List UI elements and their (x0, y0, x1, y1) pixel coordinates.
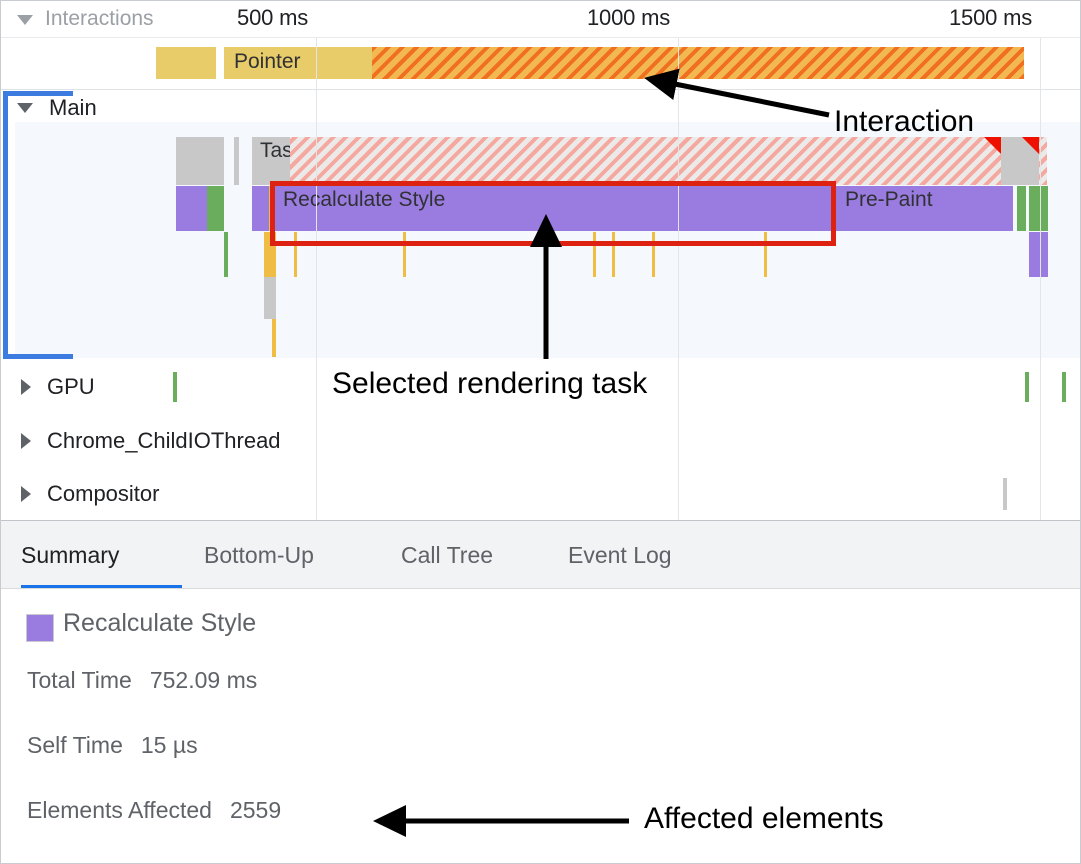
flame-bar-tick-green-a[interactable] (224, 232, 228, 277)
flame-bar-tick-yellow-e[interactable] (652, 232, 655, 277)
interaction-bar-pointer[interactable]: Pointer (224, 47, 372, 79)
track-event-mark[interactable] (1003, 478, 1007, 510)
track-row-chrome-childiothread[interactable]: Chrome_ChildIOThread (1, 414, 1080, 469)
warning-corner-icon (984, 137, 1001, 154)
track-row-compositor[interactable]: Compositor (1, 468, 1080, 521)
flame-bar-bar-grey-3[interactable] (1001, 137, 1039, 185)
tab-bottom-up[interactable]: Bottom-Up (204, 521, 369, 589)
summary-pane: Recalculate Style Total Time 752.09 ms Sel… (1, 588, 1080, 863)
flame-bar-label: Pre-Paint (845, 188, 933, 211)
flame-bar-label: Recalculate Style (283, 188, 446, 211)
track-event-mark[interactable] (1062, 372, 1066, 402)
tab-label: Bottom-Up (204, 541, 314, 568)
summary-key-elements-affected: Elements Affected (27, 797, 212, 823)
flame-bar-tick-yellow-c[interactable] (593, 232, 596, 277)
flame-bar-bar-purple-3[interactable] (821, 186, 837, 231)
tab-label: Summary (21, 541, 120, 568)
tab-label: Call Tree (401, 541, 494, 568)
interactions-track-label[interactable]: Interactions (45, 7, 154, 30)
summary-key-self-time: Self Time (27, 732, 123, 758)
timeline-ruler: Interactions 500 ms 1000 ms 1500 ms (1, 1, 1080, 38)
flame-bar-tick-yellow-f[interactable] (764, 232, 767, 277)
flame-bar-bar-purple-2[interactable] (252, 186, 269, 231)
flame-bar-bar-yellow-2[interactable] (264, 232, 276, 277)
summary-row-self-time: Self Time 15 µs (27, 732, 198, 759)
flame-bar-bar-grey-2[interactable] (234, 137, 239, 185)
summary-value-total-time: 752.09 ms (149, 667, 258, 693)
summary-value-self-time: 15 µs (140, 732, 198, 758)
tab-summary[interactable]: Summary (21, 521, 182, 589)
flame-bar-bar-hatch-tail[interactable] (1039, 137, 1047, 185)
interaction-bar-label: Pointer (234, 50, 301, 73)
annotation-affected-elements: Affected elements (644, 802, 884, 835)
summary-row-elements-affected: Elements Affected 2559 (27, 797, 281, 824)
flame-bar-bar-task[interactable]: Task (252, 137, 303, 185)
flame-bar-bar-long-task-hatched[interactable] (290, 137, 1001, 185)
flame-bar-bar-purple-4[interactable] (1029, 232, 1048, 277)
main-track-header[interactable]: Main (3, 91, 1080, 121)
ruler-tick-label: 500 ms (237, 5, 308, 30)
warning-corner-icon (1022, 137, 1039, 154)
chevron-down-icon[interactable] (17, 15, 33, 25)
flame-bar-tick-yellow-a[interactable] (294, 232, 297, 277)
chevron-right-icon[interactable] (21, 379, 31, 395)
interaction-bar-unlabeled-interaction[interactable] (156, 47, 216, 79)
flame-bar-bar-green-2[interactable] (1017, 186, 1026, 231)
track-event-mark[interactable] (1025, 372, 1029, 402)
tab-call-tree[interactable]: Call Tree (401, 521, 529, 589)
summary-row-total-time: Total Time 752.09 ms (27, 667, 257, 694)
flame-bar-bar-green-3[interactable] (1029, 186, 1048, 231)
flame-bar-bar-grey-4[interactable] (264, 277, 276, 319)
event-color-swatch (26, 614, 54, 642)
chevron-down-icon[interactable] (17, 103, 33, 113)
track-label-compositor: Compositor (47, 481, 160, 506)
track-event-mark[interactable] (173, 372, 177, 402)
summary-value-elements-affected: 2559 (229, 797, 282, 823)
annotation-selected-task: Selected rendering task (332, 367, 648, 400)
tab-event-log[interactable]: Event Log (568, 521, 713, 589)
summary-event-name: Recalculate Style (63, 609, 257, 637)
flame-bar-bar-grey-1[interactable] (176, 137, 224, 185)
annotation-interaction: Interaction (834, 105, 975, 138)
tab-label: Event Log (568, 541, 672, 568)
flame-bar-tick-yellow-d[interactable] (612, 232, 615, 277)
details-tab-bar[interactable]: Summary Bottom-Up Call Tree Event Log (1, 520, 1080, 589)
flame-bar-bar-recalculate-style[interactable]: Recalculate Style (275, 186, 821, 231)
summary-key-total-time: Total Time (27, 667, 132, 693)
ruler-tick-label: 1500 ms (949, 5, 1032, 30)
interaction-bar-long-interaction[interactable] (372, 47, 1024, 79)
flame-bar-bar-purple-1[interactable] (176, 186, 207, 231)
main-track-label: Main (49, 95, 97, 120)
chevron-right-icon[interactable] (21, 486, 31, 502)
track-label-gpu: GPU (47, 374, 95, 399)
chevron-right-icon[interactable] (21, 433, 31, 449)
flame-bar-bar-pre-paint[interactable]: Pre-Paint (837, 186, 1013, 231)
interactions-track[interactable]: Pointer (1, 38, 1080, 90)
flame-bar-tick-yellow-b[interactable] (403, 232, 406, 277)
flame-bar-bar-green-1[interactable] (207, 186, 224, 231)
track-label-chrome-childiothread: Chrome_ChildIOThread (47, 428, 281, 453)
ruler-tick-label: 1000 ms (587, 5, 670, 30)
flame-bar-tick-yellow-g[interactable] (272, 319, 276, 357)
